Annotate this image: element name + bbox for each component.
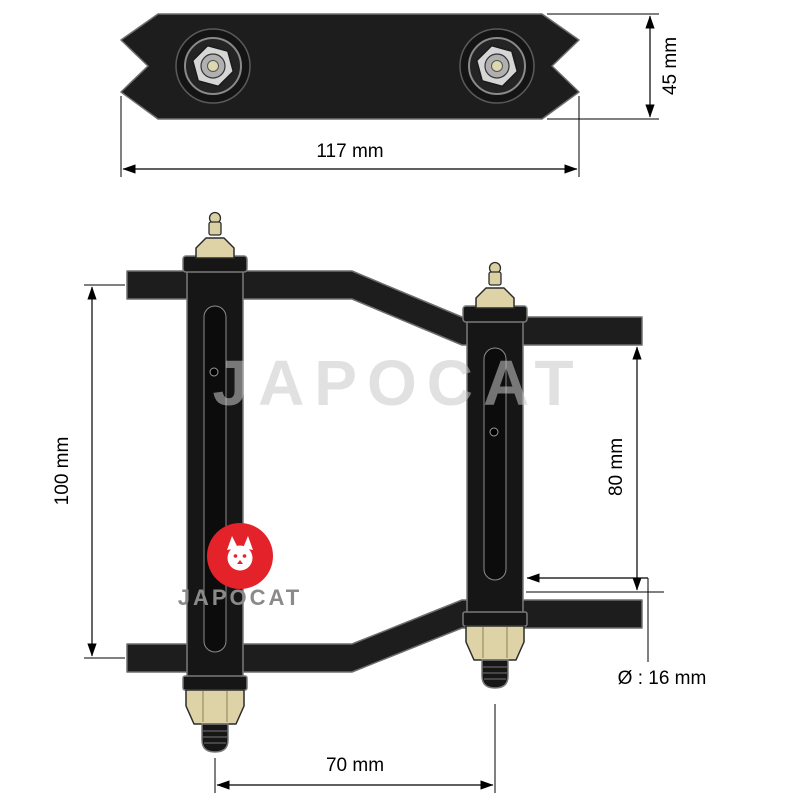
dimension-plate-width: 117 mm	[120, 96, 580, 177]
threaded-stud-left-icon	[201, 723, 229, 753]
grease-fitting-left-icon	[195, 211, 235, 259]
brand-logo: JAPOCAT	[178, 523, 303, 610]
dimension-plate-height: 45 mm	[547, 13, 681, 120]
bushing-right	[459, 28, 535, 104]
shackle-height-left-label: 100 mm	[52, 437, 73, 506]
side-view-shackle	[126, 211, 643, 753]
cat-icon	[227, 536, 253, 571]
hex-nut-bottom-right-icon	[465, 625, 525, 661]
bolt-spacing-label: 70 mm	[326, 755, 384, 776]
threaded-stud-right-icon	[481, 659, 509, 689]
hex-nut-bottom-left-icon	[185, 689, 245, 725]
dimension-bolt-spacing: 70 mm	[214, 704, 496, 793]
shackle-height-right-label: 80 mm	[606, 438, 627, 496]
grease-fitting-right-icon	[475, 261, 515, 309]
logo-text: JAPOCAT	[178, 585, 303, 610]
pin-diameter-label: Ø : 16 mm	[618, 668, 707, 689]
top-view-plate	[120, 13, 580, 120]
watermark-text: JAPOCAT	[212, 347, 583, 419]
plate-width-label: 117 mm	[316, 141, 383, 162]
pin-left	[182, 211, 248, 753]
grease-hole-left-icon	[209, 367, 219, 377]
grease-hole-right-icon	[489, 427, 499, 437]
dimension-shackle-height-right: 80 mm	[526, 346, 664, 593]
bushing-left	[175, 28, 251, 104]
pin-right	[462, 261, 528, 689]
dimension-shackle-height-left: 100 mm	[52, 284, 125, 659]
plate-height-label: 45 mm	[660, 37, 681, 95]
dimension-pin-diameter: Ø : 16 mm	[526, 573, 707, 689]
